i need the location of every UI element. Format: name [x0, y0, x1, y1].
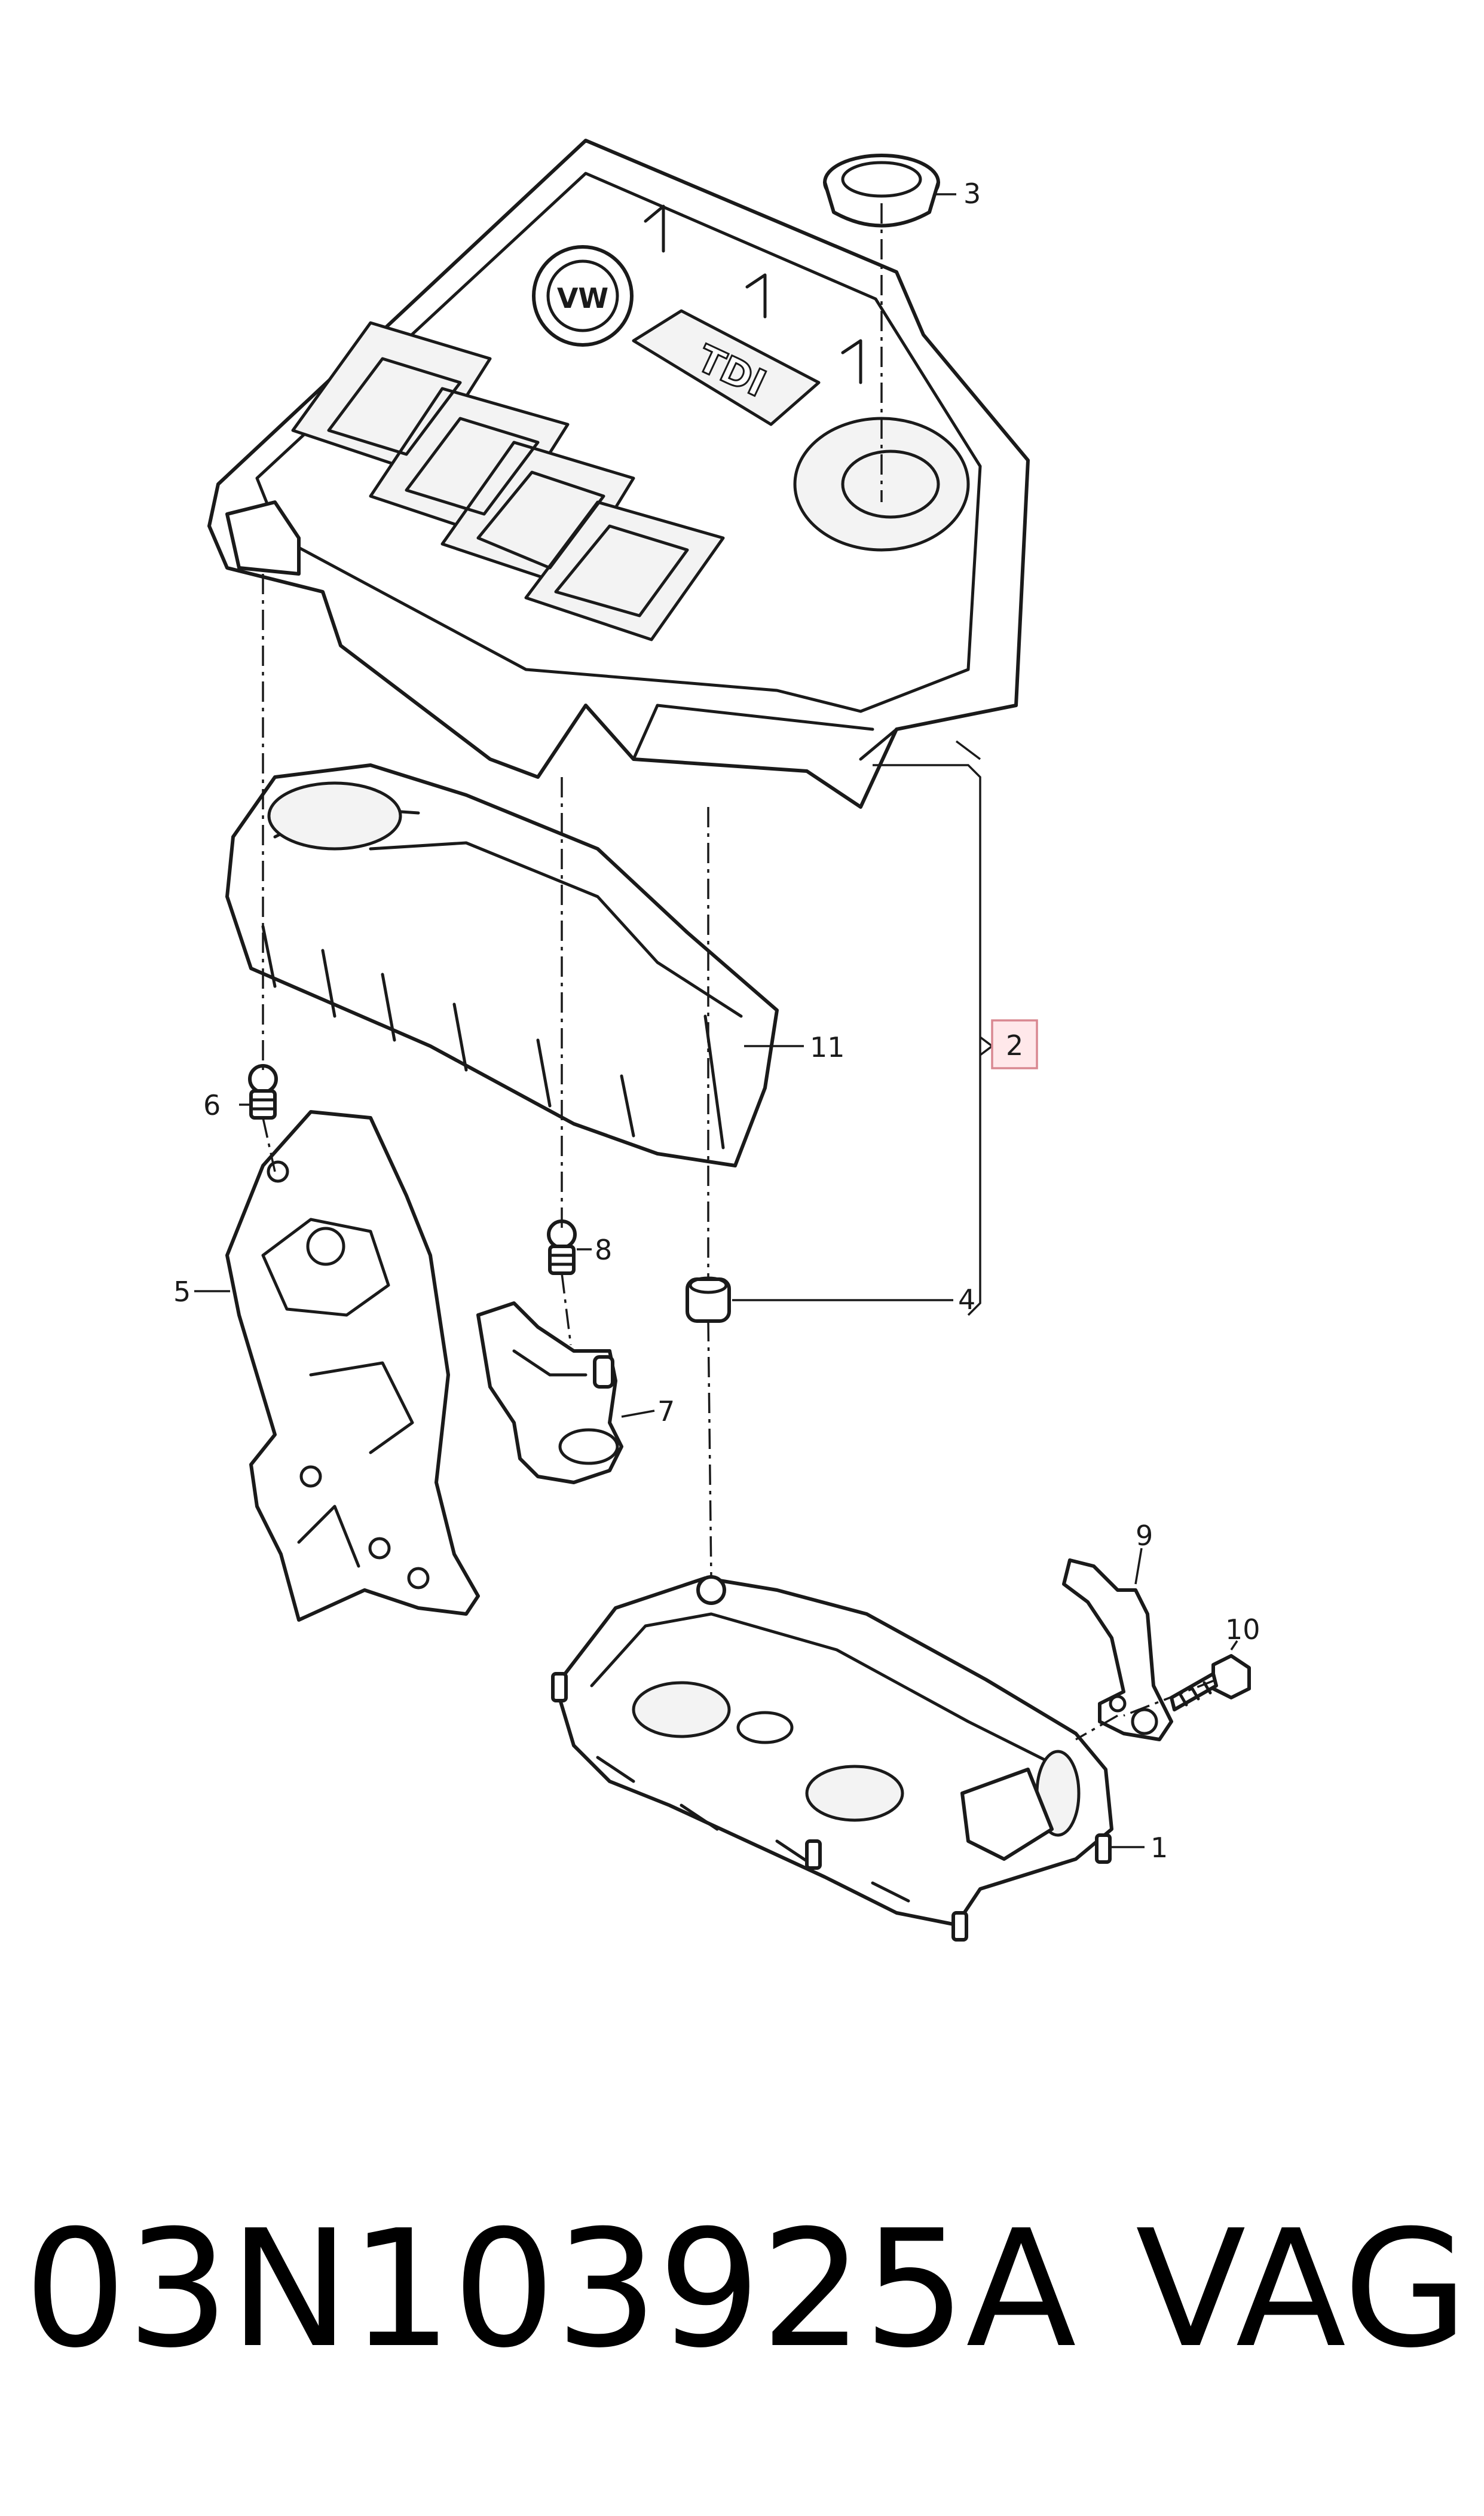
callout-6: 6	[203, 1089, 221, 1121]
callout-3: 3	[963, 178, 981, 210]
bolt-10	[1170, 1654, 1251, 1711]
callout-numbers: 3 11 2 4 6 5 8 7 9 10 1	[173, 178, 1260, 1864]
callout-5: 5	[173, 1276, 191, 1308]
retainer-4	[686, 1276, 731, 1323]
callout-2: 2	[1006, 1029, 1023, 1062]
ball-stud-6	[248, 1064, 278, 1120]
caption: 03N103925A VAG	[24, 2176, 1470, 2403]
insulation-mat	[225, 763, 779, 1167]
cylinder-head-cover	[551, 1575, 1113, 1942]
callout-7: 7	[657, 1395, 675, 1427]
assembly-lines	[262, 203, 1217, 1741]
vw-emblem-text: VW	[557, 282, 608, 314]
callout-4: 4	[958, 1283, 975, 1316]
leader-lines	[194, 193, 1238, 1848]
ball-stud-8	[547, 1219, 577, 1275]
callout-10: 10	[1225, 1613, 1260, 1646]
part-number: 03N103925A	[24, 2195, 1076, 2383]
brand-name: VAG	[1136, 2195, 1468, 2383]
engine-cover: VW TDI	[207, 139, 1030, 809]
group-2-bracket	[873, 764, 981, 1316]
bracket-9	[1062, 1558, 1173, 1741]
callout-2-highlight	[991, 1019, 1038, 1069]
callout-8: 8	[595, 1234, 612, 1266]
callout-1: 1	[1151, 1832, 1168, 1864]
callout-11: 11	[810, 1031, 845, 1063]
mounting-bracket	[225, 1110, 480, 1622]
bracket-7	[476, 1301, 623, 1484]
callout-9: 9	[1136, 1520, 1153, 1552]
